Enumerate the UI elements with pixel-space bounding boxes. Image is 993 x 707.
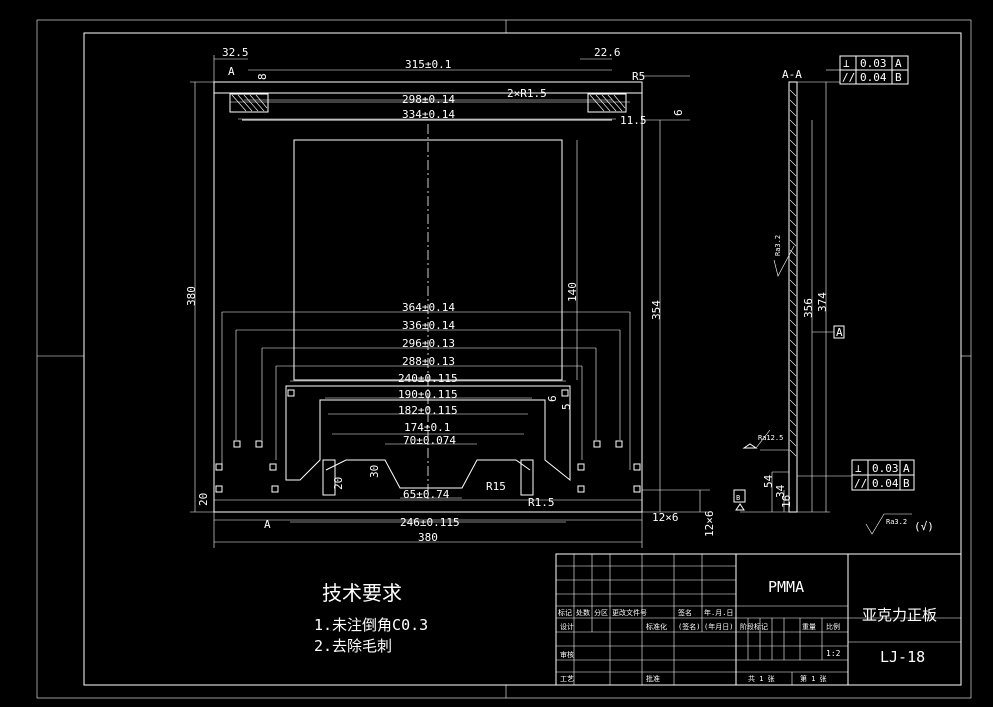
- tolerance-frame-bottom: [851, 459, 915, 491]
- dim-54: 54: [762, 474, 775, 488]
- datum-b-label: B: [736, 494, 740, 502]
- dim-2xr1-5: 2×R1.5: [507, 87, 547, 100]
- dim-70: 70±0.074: [403, 434, 456, 447]
- roughness-overall-suffix: (√): [914, 520, 934, 533]
- dim-hole-12x6-vertical: 12×6: [703, 511, 716, 538]
- tb-header-zone: 分区: [594, 608, 608, 617]
- dim-30-inner: 30: [368, 465, 381, 478]
- dim-6: 6: [672, 109, 685, 116]
- dim-r15: R15: [486, 480, 506, 493]
- dim-356: 356: [802, 298, 815, 318]
- tb-standard: 标准化: [646, 622, 667, 631]
- tb-date-placeholder: (年月日): [704, 622, 733, 631]
- tol-top-ref-2: B: [895, 71, 902, 84]
- dim-246: 246±0.115: [400, 516, 460, 529]
- tol-top-sym-1: ⊥: [843, 57, 850, 70]
- tb-header-date: 年.月.日: [704, 608, 733, 617]
- roughness-icon: [865, 513, 912, 535]
- dim-hole-12x6: 12×6: [652, 511, 679, 524]
- tolerance-frame-top: [826, 55, 909, 85]
- dim-334: 334±0.14: [402, 108, 455, 121]
- dim-315: 315±0.1: [405, 58, 451, 71]
- dim-20: 20: [197, 493, 210, 506]
- tol-top-val-1: 0.03: [860, 57, 887, 70]
- tb-review: 审核: [560, 650, 574, 659]
- dim-6-inner: 6: [546, 395, 559, 402]
- dim-182: 182±0.115: [398, 404, 458, 417]
- notes-item-1: 1.未注倒角C0.3: [314, 616, 428, 634]
- dim-364: 364±0.14: [402, 301, 455, 314]
- datum-a-label: A: [836, 326, 843, 339]
- dim-354: 354: [650, 300, 663, 320]
- tb-header-mark: 标记: [558, 608, 572, 617]
- tb-material: PMMA: [768, 578, 804, 596]
- dim-140: 140: [566, 282, 579, 302]
- dim-174: 174±0.1: [404, 421, 450, 434]
- top-dimension-lines: [190, 55, 710, 548]
- tb-header-sign: 签名: [678, 608, 692, 617]
- tb-scale: 1:2: [826, 649, 841, 658]
- dim-380-vertical: 380: [185, 286, 198, 306]
- tb-header-doc: 更改文件号: [612, 608, 647, 617]
- tol-bottom-ref-2: B: [903, 477, 910, 490]
- roughness-ra12-5: Ra12.5: [758, 434, 783, 442]
- dim-240: 240±0.115: [398, 372, 458, 385]
- side-view: [733, 81, 852, 513]
- tb-sheet-no: 第 1 张: [800, 674, 827, 683]
- outer-border: [36, 19, 972, 699]
- drawing-frame: [83, 32, 962, 686]
- dim-190: 190±0.115: [398, 388, 458, 401]
- roughness-overall: Ra3.2: [886, 518, 907, 526]
- dim-374: 374: [816, 292, 829, 312]
- tol-bottom-val-1: 0.03: [872, 462, 899, 475]
- dim-32-5: 32.5: [222, 46, 249, 59]
- tb-header-count: 处数: [576, 608, 590, 617]
- tb-design: 设计: [560, 622, 574, 631]
- dim-11-5: 11.5: [620, 114, 647, 127]
- notes-title: 技术要求: [322, 581, 402, 605]
- dim-5-inner: 5: [560, 403, 573, 410]
- dim-296: 296±0.13: [402, 337, 455, 350]
- dim-r1-5: R1.5: [528, 496, 555, 509]
- dim-298: 298±0.14: [402, 93, 455, 106]
- tb-sheet-total: 共 1 张: [748, 674, 775, 683]
- dim-288: 288±0.13: [402, 355, 455, 368]
- dim-380-horizontal: 380: [418, 531, 438, 544]
- tol-bottom-ref-1: A: [903, 462, 910, 475]
- dim-336: 336±0.14: [402, 319, 455, 332]
- tb-sign-placeholder: (签名): [678, 622, 700, 631]
- dim-16: 16: [780, 495, 793, 508]
- tb-process: 工艺: [560, 675, 574, 683]
- tol-bottom-sym-2: //: [854, 477, 867, 490]
- notes-item-2: 2.去除毛刺: [314, 637, 392, 655]
- dim-20-inner: 20: [332, 477, 345, 490]
- tol-top-val-2: 0.04: [860, 71, 887, 84]
- tol-bottom-sym-1: ⊥: [855, 462, 862, 475]
- title-block: [555, 553, 962, 686]
- tb-drawing-no: LJ-18: [880, 648, 925, 666]
- tb-part-name: 亚克力正板: [862, 606, 937, 624]
- dim-65: 65±0.74: [403, 488, 450, 501]
- tol-top-ref-1: A: [895, 57, 902, 70]
- view-marker-a-bottom: A: [264, 518, 271, 531]
- tb-scale-label: 比例: [826, 622, 840, 631]
- tb-weight: 重量: [802, 623, 816, 631]
- tol-bottom-val-2: 0.04: [872, 477, 899, 490]
- roughness-ra3-2-side: Ra3.2: [774, 235, 782, 256]
- dim-34: 34: [774, 484, 787, 498]
- dim-22-6: 22.6: [594, 46, 621, 59]
- section-label: A-A: [782, 68, 802, 81]
- dim-r5: R5: [632, 70, 645, 83]
- tol-top-sym-2: //: [842, 71, 855, 84]
- view-marker-a-top: A: [228, 65, 235, 78]
- tb-approve: 批准: [646, 674, 660, 683]
- tb-stage-mark: 阶段标记: [740, 622, 768, 631]
- dim-8: 8: [256, 73, 269, 80]
